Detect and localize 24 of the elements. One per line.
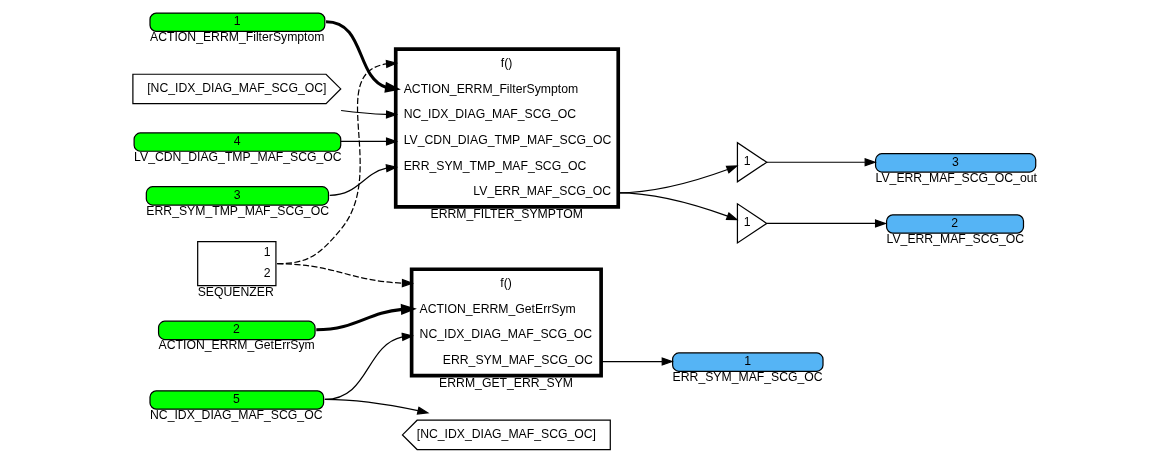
node-label: ERRM_FILTER_SYMPTOM — [430, 207, 583, 222]
node-label: ACTION_ERRM_FilterSymptom — [149, 30, 324, 45]
arrow — [339, 137, 398, 146]
arrow — [328, 163, 398, 196]
node-box: f() ACTION_ERRM_FilterSymptom NC_IDX_DIAG_MAF_SCG_OC LV_CDN_DIAG_TMP_MAF_SCG_OC ERR_SYM_TMP_MAF_SCG_OC LV_ERR_MAF_SCG_OC — [393, 47, 620, 209]
node-box: f() ACTION_ERRM_GetErrSym NC_IDX_DIAG_MAF_SCG_OC ERR_SYM_MAF_SCG_OC — [409, 267, 603, 378]
node-label: ERR_SYM_TMP_MAF_SCG_OC — [145, 203, 329, 218]
arrow — [340, 109, 398, 119]
node-label: ERRM_GET_ERR_SYM — [438, 376, 573, 391]
arrow — [325, 20, 401, 93]
node-label: ERR_SYM_MAF_SCG_OC — [672, 370, 823, 385]
node-label: LV_ERR_MAF_SCG_OC — [886, 231, 1024, 246]
arrow — [276, 263, 414, 288]
arrow — [315, 303, 417, 332]
node-box: 1 2 — [196, 241, 277, 287]
arrow — [765, 158, 877, 167]
arrow — [323, 398, 429, 415]
node-label: NC_IDX_DIAG_MAF_SCG_OC — [149, 407, 322, 422]
arrow — [599, 357, 674, 366]
node-label: SEQUENZER — [197, 284, 274, 299]
node-label: LV_ERR_MAF_SCG_OC_out — [875, 170, 1037, 185]
node-label: ACTION_ERRM_GetErrSym — [158, 338, 315, 353]
arrow — [765, 219, 887, 228]
node-label: LV_CDN_DIAG_TMP_MAF_SCG_OC — [133, 150, 342, 165]
